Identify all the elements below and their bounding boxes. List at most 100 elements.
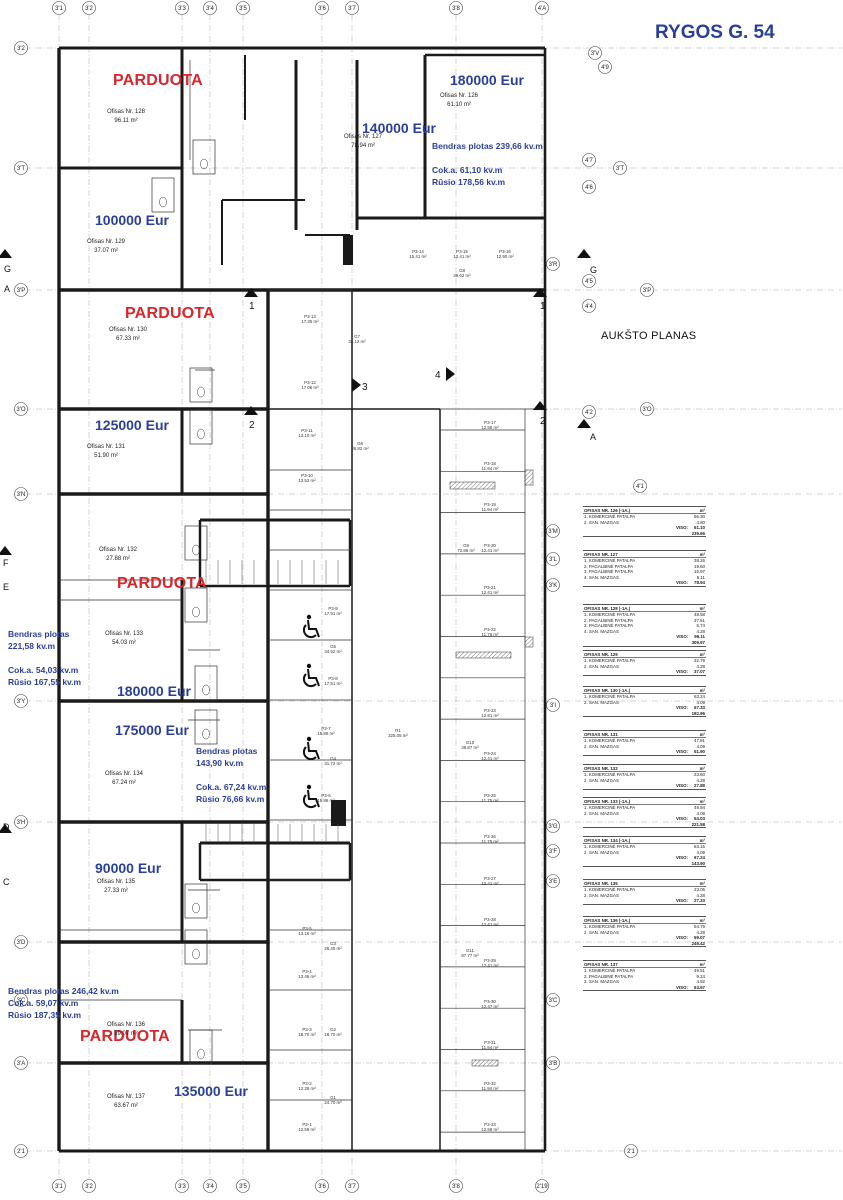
room-label: P3-2 bbox=[302, 1081, 312, 1086]
area-table-unit: m² bbox=[699, 551, 705, 557]
grid-bubble-label: 3'5 bbox=[239, 6, 247, 12]
grid-bubble bbox=[535, 1179, 549, 1193]
area-table-total-value: 61.10 bbox=[694, 525, 705, 531]
area-table-header: OFISAS NR. 128 (-1A.)m² bbox=[583, 605, 706, 612]
grid-bubble bbox=[582, 153, 596, 167]
grid-bubble bbox=[14, 1144, 28, 1158]
office-name: Ofisas Nr. 126 bbox=[440, 93, 479, 99]
grid-bubble bbox=[315, 1179, 329, 1193]
room-label: P3-33 bbox=[484, 1122, 496, 1127]
grid-bubble bbox=[315, 1, 329, 15]
grid-bubble-label: 2'1 bbox=[17, 1149, 25, 1155]
grid-bubble bbox=[546, 874, 560, 888]
room-area: 72.86 m² bbox=[457, 548, 475, 553]
grid-bubble bbox=[613, 161, 627, 175]
section-mark-label: G bbox=[590, 265, 597, 275]
hatch-region bbox=[524, 469, 534, 486]
room-area: 87.77 m² bbox=[461, 953, 479, 958]
grid-bubble-label: 3'1 bbox=[55, 1184, 63, 1190]
grid-bubble-label: 3'N bbox=[17, 492, 26, 498]
wheelchair-icon-body bbox=[307, 741, 320, 760]
office-area: 27.33 m² bbox=[104, 888, 128, 894]
hatch-region bbox=[449, 481, 496, 490]
office-area: 67.33 m² bbox=[116, 336, 140, 342]
sold-label: PARDUOTA bbox=[80, 1028, 170, 1045]
price-label: 140000 Eur bbox=[362, 120, 436, 136]
office-name: Ofisas Nr. 136 bbox=[107, 1022, 146, 1028]
area-table-header: OFISAS NR. 134 (-1A.)m² bbox=[583, 837, 706, 844]
area-table-total-value: 63.67 bbox=[694, 984, 705, 990]
office-area: 51.90 m² bbox=[94, 453, 118, 459]
grid-bubble bbox=[175, 1179, 189, 1193]
price-label: 180000 Eur bbox=[450, 72, 524, 88]
grid-bubble-label: 3'P bbox=[643, 288, 651, 294]
area-table-total-value: 59.07 bbox=[694, 935, 705, 941]
section-mark-label: D bbox=[3, 822, 10, 832]
grid-lines bbox=[14, 14, 842, 1182]
office-name: Ofisas Nr. 135 bbox=[97, 879, 136, 885]
area-table-total: VISO:27.88 bbox=[583, 783, 706, 789]
area-table-value: 4.28 bbox=[696, 777, 705, 783]
grid-bubble-label: 4'4 bbox=[585, 304, 593, 310]
hatch-region bbox=[455, 651, 512, 659]
wheelchair-icon-head bbox=[306, 614, 312, 620]
grid-bubble bbox=[14, 161, 28, 175]
area-note-line: Bendras plotas 246,42 kv.m bbox=[8, 986, 119, 996]
grid-bubble bbox=[175, 1, 189, 15]
wheelchair-icon-wheel bbox=[302, 624, 317, 639]
office-name: Ofisas Nr. 132 bbox=[99, 547, 138, 553]
room-label: P3-13 bbox=[304, 314, 316, 319]
room-label: P3-31 bbox=[484, 1040, 496, 1045]
area-table-title: OFISAS NR. 130 (-1A.) bbox=[584, 687, 631, 693]
area-note-line: 221,58 kv.m bbox=[8, 641, 56, 651]
grid-bubble bbox=[52, 1179, 66, 1193]
grid-bubble-label: 3'B bbox=[549, 1061, 557, 1067]
room-label: G8 bbox=[459, 268, 465, 273]
area-table-total-label: VISO: bbox=[676, 816, 688, 822]
grid-bubble-label: 4'5 bbox=[585, 279, 593, 285]
grid-bubble bbox=[546, 578, 560, 592]
grid-bubble bbox=[203, 1, 217, 15]
wheelchair-icon-wheel bbox=[302, 746, 317, 761]
area-table-total-label: VISO: bbox=[676, 705, 688, 711]
toilet-icon bbox=[159, 196, 167, 208]
section-marker-icon bbox=[577, 419, 591, 428]
office-name: Ofisas Nr. 127 bbox=[344, 134, 383, 140]
area-note-line: Cok.a. 67,24 kv.m bbox=[196, 782, 267, 792]
wheelchair-icon-head bbox=[306, 784, 312, 790]
price-label: 90000 Eur bbox=[95, 860, 162, 876]
grid-bubble-label: 3'E bbox=[549, 879, 557, 885]
room-label: P3-1 bbox=[302, 1122, 312, 1127]
area-table-value: 19.60 bbox=[694, 563, 705, 569]
area-table-room: 1. KOMERCINĖ PATALPA bbox=[584, 558, 636, 563]
area-table-unit: m² bbox=[699, 798, 705, 804]
room-area: 11.94 m² bbox=[481, 1086, 499, 1091]
grid-bubble bbox=[535, 1, 549, 15]
area-table-title: OFISAS NR. 129 bbox=[584, 651, 618, 657]
grid-bubble-label: 3'8 bbox=[452, 6, 460, 12]
section-number: 1 bbox=[249, 301, 255, 312]
toilet-icon bbox=[197, 1048, 205, 1060]
office-name: Ofisas Nr. 137 bbox=[107, 1094, 146, 1100]
area-table-unit: m² bbox=[699, 765, 705, 771]
grid-bubble bbox=[449, 1179, 463, 1193]
area-table-value: 63.15 bbox=[694, 844, 705, 849]
room-label: P3-10 bbox=[301, 473, 313, 478]
wc-room bbox=[189, 367, 213, 403]
area-table-unit: m² bbox=[699, 507, 705, 513]
grid-bubble bbox=[546, 993, 560, 1007]
area-table-title: OFISAS NR. 137 bbox=[584, 961, 618, 967]
toilet-icon bbox=[192, 544, 200, 556]
